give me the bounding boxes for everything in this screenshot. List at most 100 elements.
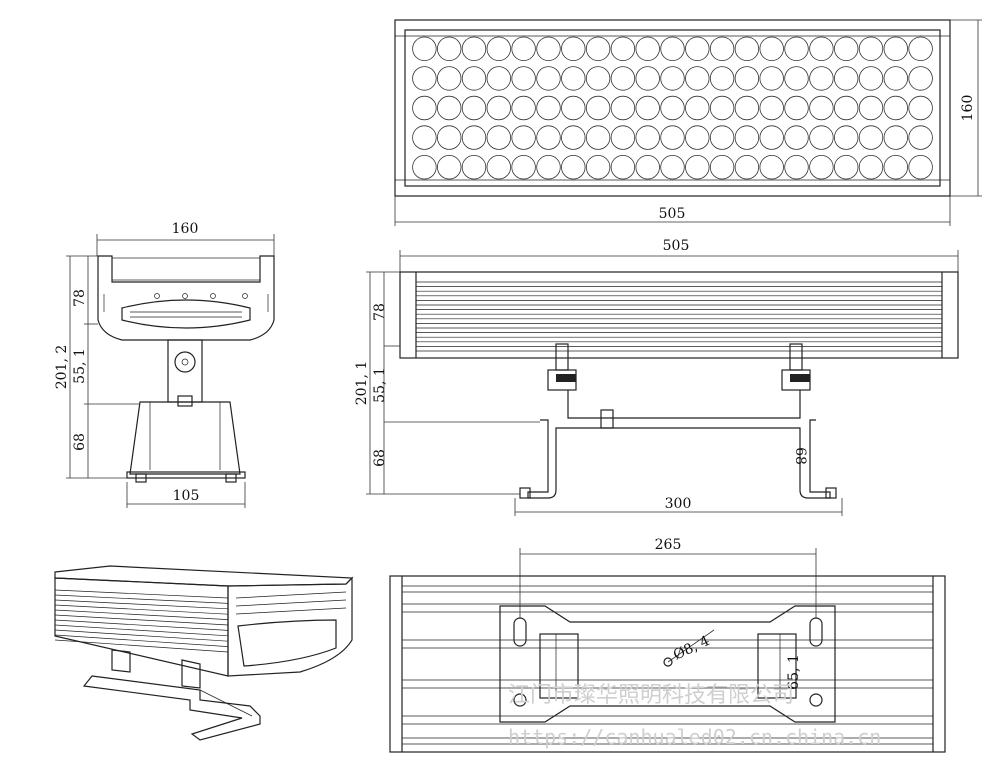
led-lens bbox=[709, 125, 735, 150]
led-lens bbox=[536, 95, 561, 121]
led-lens bbox=[660, 125, 685, 150]
led-lens bbox=[709, 36, 735, 62]
cooling-fin bbox=[54, 629, 229, 642]
led-lens bbox=[734, 36, 760, 62]
led-lens bbox=[908, 66, 933, 91]
led-lens bbox=[585, 154, 611, 180]
led-lens bbox=[486, 36, 512, 62]
led-lens bbox=[660, 36, 685, 62]
led-lens bbox=[536, 66, 561, 91]
led-lens bbox=[511, 36, 536, 62]
led-lens bbox=[759, 66, 784, 91]
led-lens bbox=[834, 36, 859, 62]
cooling-fin bbox=[54, 589, 229, 599]
cooling-fin bbox=[54, 634, 229, 647]
cooling-fin bbox=[54, 614, 229, 626]
cooling-fin bbox=[54, 619, 229, 631]
led-lens bbox=[709, 66, 735, 91]
led-lens bbox=[709, 154, 735, 180]
cooling-fin bbox=[54, 639, 229, 653]
elevation-base-height-right-dim: 68 bbox=[792, 447, 808, 465]
led-lens bbox=[635, 95, 660, 121]
front-length-dim: 505 bbox=[659, 206, 686, 222]
led-lens bbox=[461, 66, 487, 91]
led-lens bbox=[834, 66, 859, 91]
led-lens bbox=[486, 66, 512, 91]
slot-length-dim: 65, 1 bbox=[786, 654, 802, 690]
led-lens bbox=[734, 154, 760, 180]
led-lens bbox=[809, 66, 834, 91]
led-lens bbox=[834, 125, 859, 150]
hole-diameter-dim: Ø8, 4 bbox=[671, 633, 712, 664]
led-lens bbox=[685, 95, 710, 121]
led-lens bbox=[784, 95, 809, 121]
led-lens bbox=[511, 154, 536, 180]
bottom-view: Ø8, 4 265 65, 1 bbox=[389, 537, 946, 753]
led-lens bbox=[412, 36, 437, 62]
led-lens bbox=[486, 95, 512, 121]
led-lens bbox=[635, 36, 660, 62]
led-lens bbox=[858, 95, 884, 121]
led-lens bbox=[660, 66, 685, 91]
led-lens bbox=[883, 36, 909, 62]
led-lens bbox=[858, 154, 884, 180]
led-lens bbox=[908, 154, 933, 180]
led-lens bbox=[809, 154, 834, 180]
led-lens bbox=[412, 154, 437, 180]
led-lens bbox=[437, 154, 462, 180]
elevation-base-height-dim: 68 bbox=[372, 449, 388, 467]
side-view: 160 201, 2 78 55, 1 68 bbox=[54, 221, 275, 508]
led-lens bbox=[511, 66, 536, 91]
led-lens bbox=[610, 66, 636, 91]
led-lens bbox=[437, 125, 462, 150]
led-lens bbox=[461, 95, 487, 121]
led-lens bbox=[585, 66, 611, 91]
led-lens bbox=[561, 154, 586, 180]
led-lens bbox=[610, 95, 636, 121]
led-lens bbox=[437, 36, 462, 62]
led-lens bbox=[412, 66, 437, 91]
lens-array bbox=[412, 36, 933, 180]
led-lens bbox=[437, 95, 462, 121]
led-lens bbox=[561, 36, 586, 62]
side-bracket-height-dim: 55, 1 bbox=[72, 348, 88, 384]
led-lens bbox=[486, 125, 512, 150]
led-lens bbox=[759, 95, 784, 121]
led-lens bbox=[809, 36, 834, 62]
side-body-height-dim: 78 bbox=[72, 289, 88, 307]
led-lens bbox=[412, 95, 437, 121]
led-lens bbox=[784, 36, 809, 62]
side-base-width-dim: 105 bbox=[173, 488, 200, 504]
led-lens bbox=[511, 95, 536, 121]
led-lens bbox=[635, 154, 660, 180]
led-lens bbox=[437, 66, 462, 91]
led-lens bbox=[486, 154, 512, 180]
led-lens bbox=[809, 95, 834, 121]
watermark-company: 江门市璨华照明科技有限公司 bbox=[508, 683, 794, 708]
led-lens bbox=[883, 66, 909, 91]
elevation-length-dim: 505 bbox=[663, 238, 690, 254]
led-lens bbox=[635, 125, 660, 150]
led-lens bbox=[734, 66, 760, 91]
led-lens bbox=[784, 66, 809, 91]
led-lens bbox=[536, 36, 561, 62]
led-lens bbox=[610, 125, 636, 150]
led-lens bbox=[734, 95, 760, 121]
led-lens bbox=[461, 36, 487, 62]
led-lens bbox=[685, 125, 710, 150]
led-lens bbox=[784, 125, 809, 150]
led-lens bbox=[561, 95, 586, 121]
led-lens bbox=[610, 154, 636, 180]
led-lens bbox=[834, 95, 859, 121]
led-lens bbox=[759, 36, 784, 62]
led-lens bbox=[908, 125, 933, 150]
led-lens bbox=[412, 125, 437, 150]
led-lens bbox=[759, 154, 784, 180]
watermark-url: https://canhualed02.cn.china.cn bbox=[508, 725, 881, 749]
led-lens bbox=[834, 154, 859, 180]
side-width-dim: 160 bbox=[172, 221, 199, 237]
isometric-view bbox=[54, 565, 354, 741]
elevation-bracket-height-dim: 55, 1 bbox=[372, 367, 388, 403]
led-lens bbox=[883, 95, 909, 121]
